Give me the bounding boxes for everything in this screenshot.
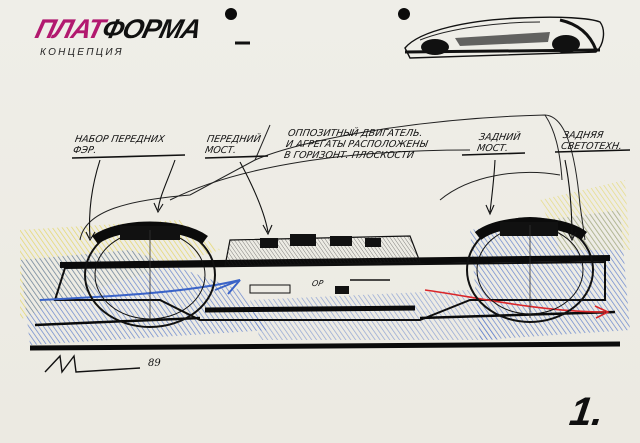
note-line: ЗАДНЯЯ [562,130,605,141]
rear-wheel [466,217,594,323]
note-line: ЗАДНИЙ [478,132,522,143]
title-subtitle: КОНЦЕПЦИЯ [40,47,124,58]
front-wheel [84,221,216,328]
note-front-suspension: НАБОР ПЕРЕДНИХ ФЭР. [72,134,165,156]
chassis-platform [29,234,621,351]
note-engine: ОППОЗИТНЫЙ ДВИГАТЕЛЬ. И АГРЕГАТЫ РАСПОЛО… [283,128,430,161]
note-rear-axle: ЗАДНИЙ МОСТ. [476,132,521,154]
punch-hole-right [398,8,410,20]
note-line: СВЕТОТЕХН. [560,141,623,152]
note-underlines [71,149,631,159]
small-car-sketch [404,16,605,59]
note-line: МОСТ. [476,143,510,154]
note-line: И АГРЕГАТЫ РАСПОЛОЖЕНЫ [285,139,429,150]
note-line: НАБОР ПЕРЕДНИХ [74,134,166,145]
note-line: ПЕРЕДНИЙ [206,134,262,145]
note-line: ФЭР. [72,145,98,156]
car-body-outline [79,114,586,241]
shading [20,180,630,345]
note-line: МОСТ. [204,145,238,156]
leader-lines [85,159,577,242]
note-line: ОППОЗИТНЫЙ ДВИГАТЕЛЬ. [286,128,424,139]
punch-hole-left [225,8,237,20]
note-front-axle: ПЕРЕДНИЙ МОСТ. [204,134,262,156]
signature-year: 89 [148,358,161,369]
note-line: В ГОРИЗОНТ. ПЛОСКОСТИ [283,150,415,161]
page-number: 1. [566,390,607,434]
chassis-label: ОР [311,279,324,288]
note-rear-lights: ЗАДНЯЯ СВЕТОТЕХН. [560,130,625,152]
signature-scribble [44,354,141,374]
